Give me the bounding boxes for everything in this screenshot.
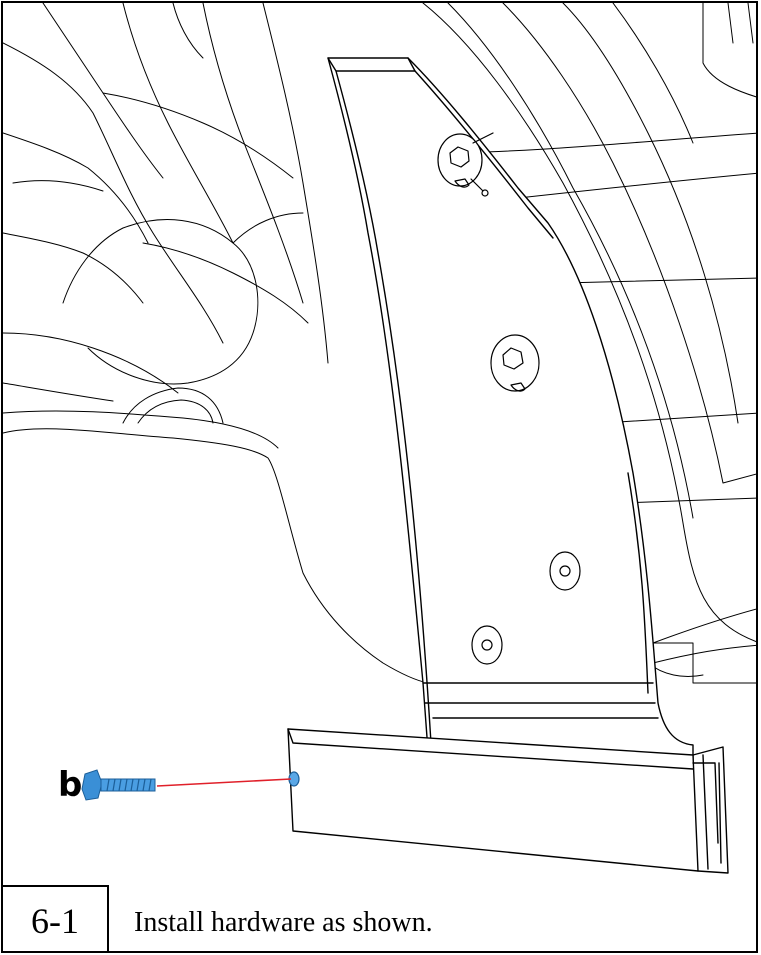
- leader-line: [156, 778, 292, 787]
- bolt-icon: [81, 769, 156, 801]
- plate-fasteners: [437, 132, 581, 665]
- lower-bracket: [287, 728, 729, 874]
- step-number: 6-1: [31, 901, 79, 941]
- instruction-text: Install hardware as shown.: [134, 907, 433, 938]
- bracket-plate: [327, 57, 694, 764]
- rear-panel: [422, 3, 756, 684]
- assembly-drawing: [3, 3, 756, 874]
- callout-label-b: b: [58, 765, 83, 805]
- step-number-box: 6-1: [3, 885, 109, 951]
- body-panel-wireframe: [3, 3, 429, 684]
